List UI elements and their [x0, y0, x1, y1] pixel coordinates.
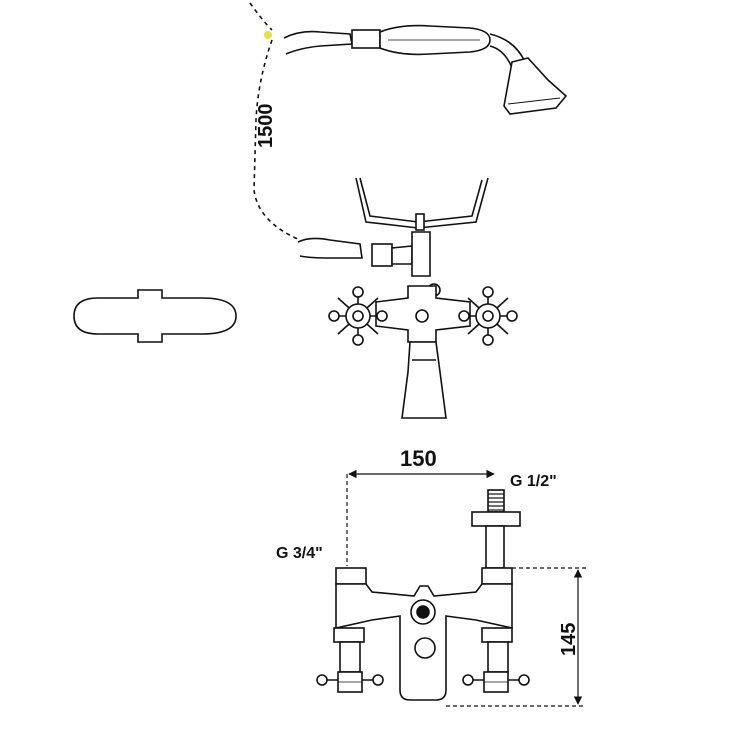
riser-column [411, 231, 431, 277]
left-cross-handle [328, 286, 388, 346]
top-view-profile [73, 289, 237, 343]
center-distance-label: 150 [400, 446, 437, 471]
right-leg [487, 641, 509, 673]
outlet-thread-label: G 1/2" [510, 473, 557, 490]
height-label: 145 [558, 623, 580, 656]
hose-dashed-line [249, 2, 301, 241]
left-inlet-nut [335, 567, 367, 585]
bottom-right-handle [462, 671, 530, 693]
hand-shower [351, 24, 568, 115]
cradle-post [415, 213, 425, 231]
hose-end-lower [297, 237, 363, 259]
outlet-pipe [485, 525, 505, 569]
outlet-nut [471, 511, 521, 527]
inlet-thread-label: G 3/4" [276, 545, 323, 562]
hose-end-upper [283, 30, 353, 55]
left-leg [339, 641, 361, 673]
hose-nut [371, 243, 393, 267]
side-boss-inner [416, 605, 430, 619]
side-elevation [333, 489, 521, 701]
left-leg-top [333, 627, 365, 643]
hose-length-label: 1500 [255, 104, 277, 149]
hose-connector [391, 245, 413, 265]
spout-body [401, 341, 447, 419]
right-inlet-nut [481, 567, 513, 585]
yellow-marker [264, 31, 272, 39]
shower-head [503, 57, 568, 115]
shower-head-rim [507, 97, 561, 105]
right-cross-handle [458, 286, 518, 346]
side-spout-cap [414, 637, 436, 659]
shower-ferrule [351, 29, 381, 49]
dimension-lines [346, 469, 586, 707]
thread-stub [487, 489, 505, 513]
front-elevation [355, 177, 489, 419]
shower-hose [249, 2, 363, 259]
right-leg-top [481, 627, 513, 643]
bottom-left-handle [316, 671, 384, 693]
body-boss [415, 309, 429, 323]
